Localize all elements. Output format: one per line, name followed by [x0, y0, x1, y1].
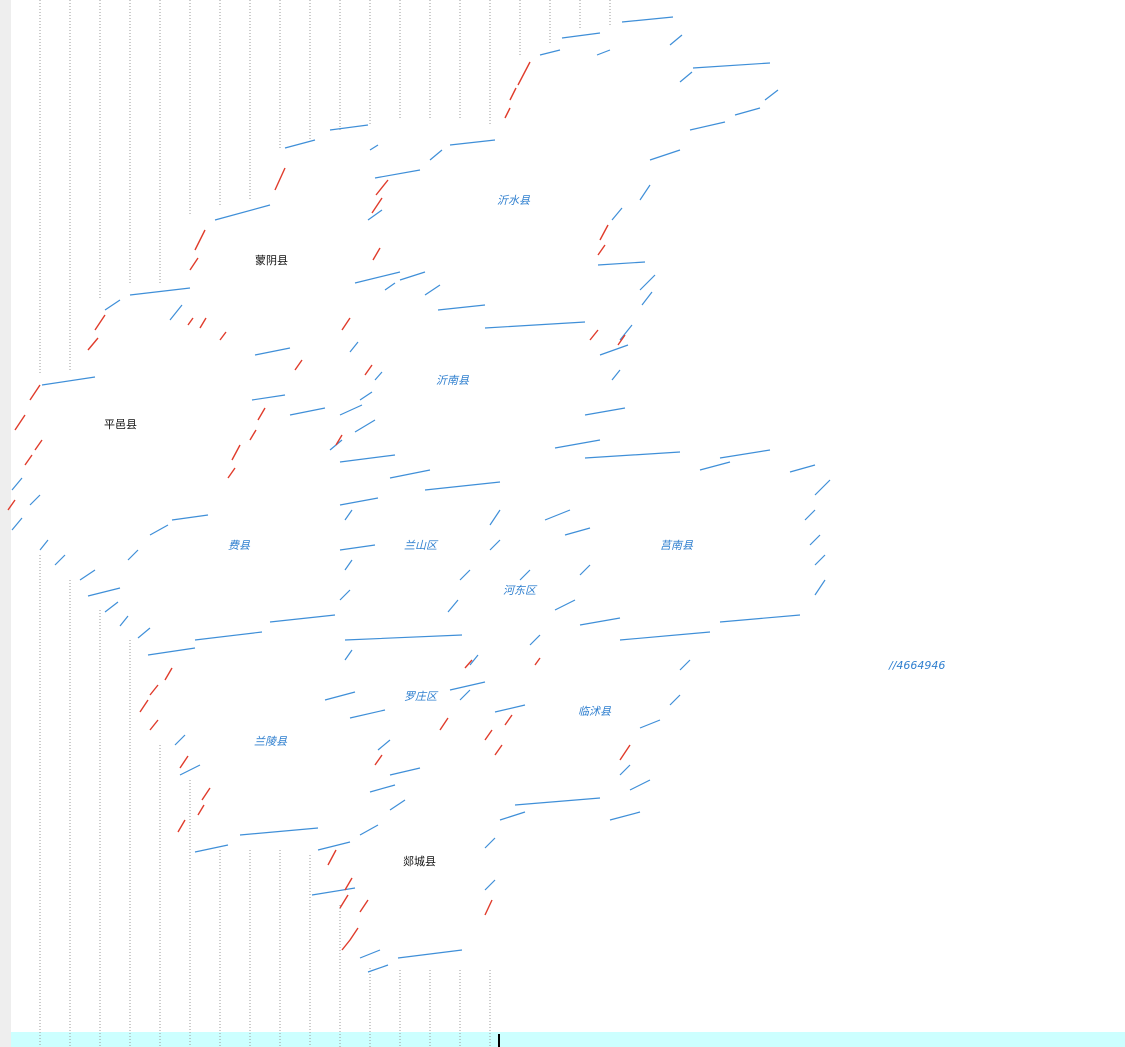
region-label-hedong: 河东区: [503, 584, 538, 597]
region-label-mengyin: 蒙阴县: [255, 254, 288, 267]
region-label-tancheng: 郯城县: [403, 854, 436, 868]
text-caret: [498, 1034, 500, 1047]
district-border-strokes: [7, 61, 631, 951]
map-border-strokes: [11, 16, 831, 973]
region-label-yinan: 沂南县: [436, 374, 470, 387]
region-label-junan: 莒南县: [660, 539, 694, 552]
region-label-lanshan: 兰山区: [404, 539, 439, 552]
region-label-lanling: 兰陵县: [254, 735, 288, 748]
editor-gutter: [0, 0, 11, 1047]
indent-guides: [39, 0, 611, 1047]
region-label-yishui: 沂水县: [497, 194, 531, 207]
region-label-feixian: 费县: [228, 539, 251, 552]
current-line-highlight: [11, 1032, 1125, 1047]
region-label-pingyi: 平邑县: [104, 418, 137, 431]
code-comment: //4664946: [888, 659, 945, 672]
region-label-linshu: 临沭县: [578, 705, 612, 718]
region-label-luozhuang: 罗庄区: [404, 690, 439, 703]
